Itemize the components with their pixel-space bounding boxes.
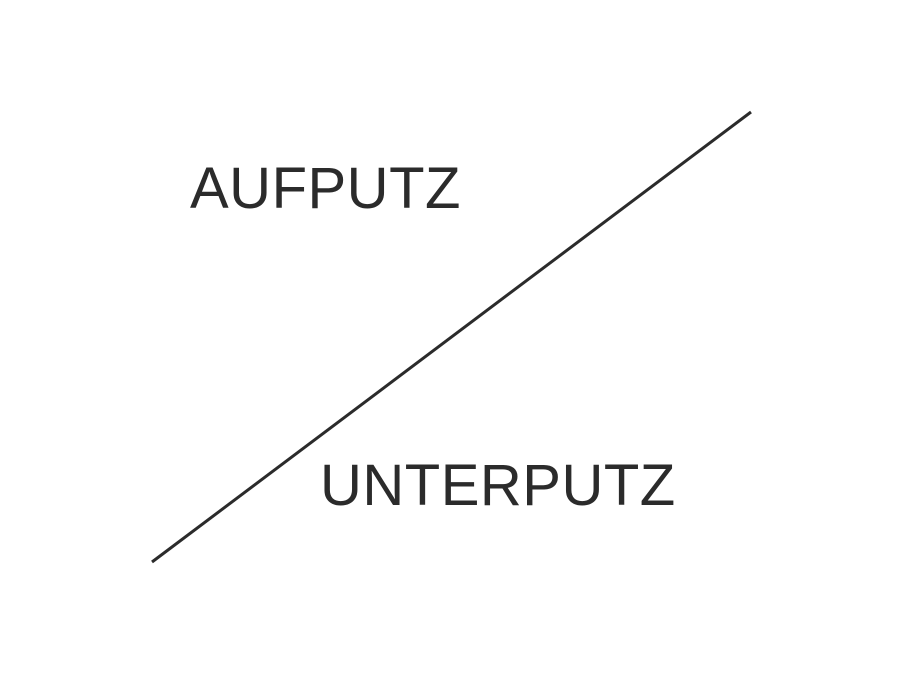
diagonal-divider-line: [151, 110, 752, 564]
label-aufputz: AUFPUTZ: [190, 156, 461, 221]
label-unterputz: UNTERPUTZ: [320, 453, 676, 518]
